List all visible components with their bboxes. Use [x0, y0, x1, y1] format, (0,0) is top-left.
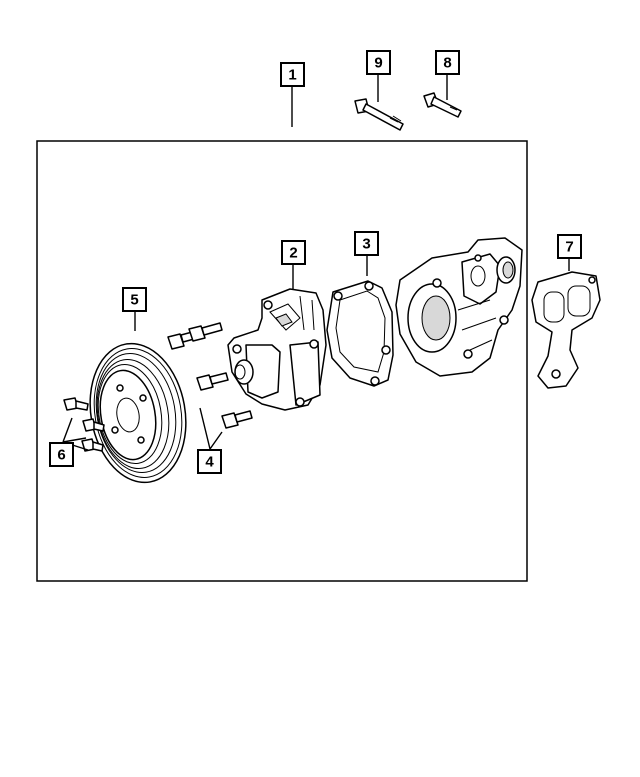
callout-3: 3	[354, 231, 379, 256]
callout-4: 4	[197, 449, 222, 474]
callout-8: 8	[435, 50, 460, 75]
housing-gasket-7	[531, 271, 601, 389]
assembly-frame	[36, 140, 528, 582]
callout-2: 2	[281, 240, 306, 265]
callout-9-label: 9	[374, 55, 382, 72]
callout-9: 9	[366, 50, 391, 75]
pulley-5	[89, 342, 187, 484]
callout-7: 7	[557, 234, 582, 259]
bolt-9	[354, 98, 404, 131]
callout-7-label: 7	[565, 239, 573, 256]
callout-5: 5	[122, 287, 147, 312]
leader-4	[199, 407, 223, 450]
callout-3-label: 3	[362, 236, 370, 253]
bolts-6	[63, 397, 105, 452]
callout-1: 1	[280, 62, 305, 87]
water-pump-2	[227, 288, 327, 411]
callout-5-label: 5	[130, 292, 138, 309]
bolts-4	[167, 322, 253, 429]
callout-4-label: 4	[205, 454, 214, 471]
bolt-8	[423, 92, 462, 118]
pump-housing-1	[395, 237, 523, 377]
callout-6: 6	[49, 442, 74, 467]
callout-8-label: 8	[443, 55, 451, 72]
callout-6-label: 6	[57, 447, 65, 464]
gasket-3	[326, 280, 394, 387]
callout-1-label: 1	[288, 67, 296, 84]
callout-2-label: 2	[289, 245, 297, 262]
